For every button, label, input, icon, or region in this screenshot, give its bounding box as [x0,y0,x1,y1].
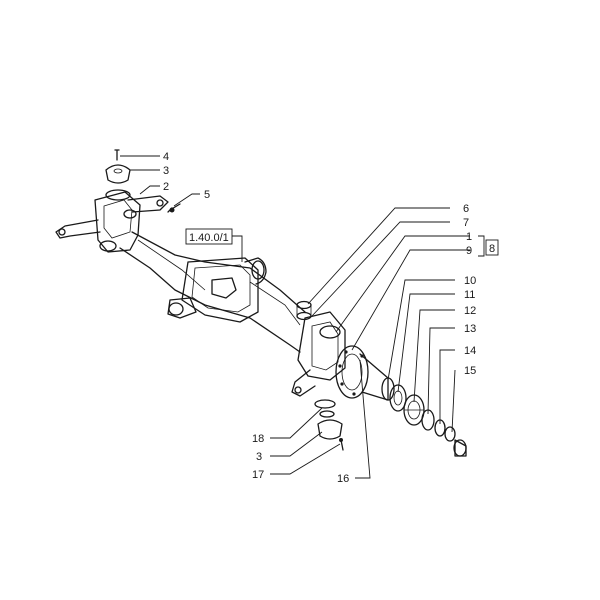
label-7: 7 [463,217,469,229]
label-2: 2 [163,181,169,193]
label-11: 11 [464,289,475,301]
label-14: 14 [464,345,476,357]
right-steering-knuckle [291,300,346,397]
label-8: 8 [489,243,495,255]
reference-box [185,228,233,245]
bolt-5 [167,203,181,213]
label-13: 13 [464,323,476,335]
leader-lines [120,155,485,479]
label-16: 16 [337,473,349,485]
label-17: 17 [252,469,264,481]
label-3-bottom: 3 [256,451,262,463]
label-12: 12 [464,305,476,317]
part-labels: 4 3 2 5 1.40.0/1 6 7 1 9 8 10 11 12 13 1… [163,151,499,485]
label-6: 6 [463,203,469,215]
reference-label: 1.40.0/1 [189,232,229,244]
label-10: 10 [464,275,476,287]
axle-beam [119,231,306,353]
wheel-hub-assembly [335,345,467,457]
left-steering-knuckle [55,189,169,253]
label-18: 18 [252,433,264,445]
label-4: 4 [163,151,169,163]
label-3-top: 3 [163,165,169,177]
lower-ball-joint [314,399,344,451]
label-15: 15 [464,365,476,377]
knuckle-top-cap [105,149,131,184]
label-9: 9 [466,245,472,257]
label-5: 5 [204,189,210,201]
label-1: 1 [466,231,472,243]
label-8-box [485,239,499,256]
